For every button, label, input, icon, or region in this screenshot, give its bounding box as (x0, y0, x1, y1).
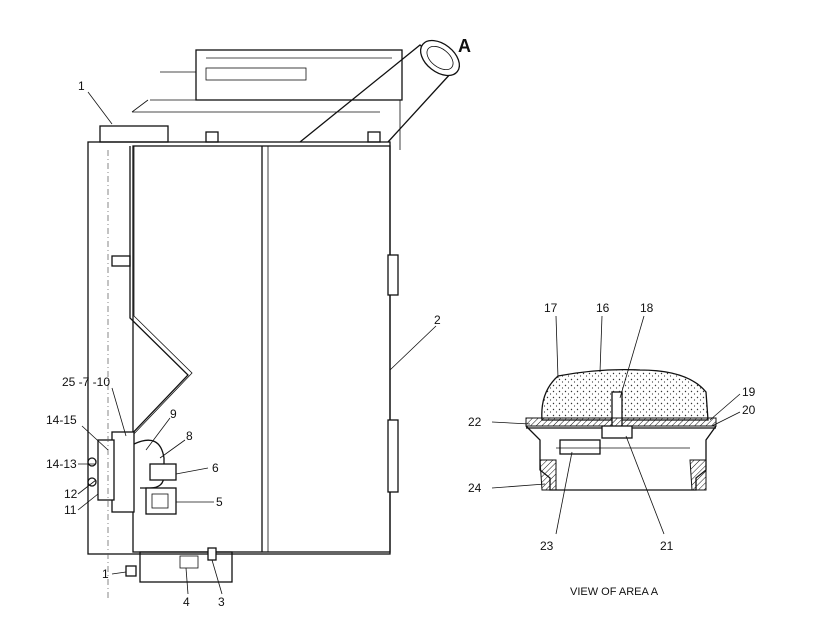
detail-leader-lines (491, 315, 741, 535)
label-6: 6 (212, 461, 219, 475)
label-17: 17 (544, 301, 558, 315)
label-9: 9 (170, 407, 177, 421)
fill-cap-1 (99, 125, 169, 143)
top-housing-box (195, 49, 403, 101)
bottom-box (139, 551, 233, 583)
valve-flange (111, 431, 135, 513)
label-16: 16 (596, 301, 610, 315)
label-1-bottom: 1 (102, 567, 109, 581)
drain-fitting (145, 487, 177, 515)
label-area-a: A (458, 36, 471, 56)
label-23: 23 (540, 539, 554, 553)
label-14-15: 14-15 (46, 413, 77, 427)
label-12: 12 (64, 487, 78, 501)
sight-tube (125, 146, 189, 441)
main-assembly (87, 39, 461, 600)
label-25-7-10: 25 -7 -10 (62, 375, 110, 389)
foam-element-16 (541, 368, 709, 421)
label-3: 3 (218, 595, 225, 609)
body-24 (539, 459, 557, 491)
label-4: 4 (183, 595, 190, 609)
label-8: 8 (186, 429, 193, 443)
element-23 (559, 439, 601, 455)
caption-view-of-area-a: VIEW OF AREA A (570, 586, 659, 598)
plate-19 (525, 417, 717, 427)
detail-view-area-a (525, 368, 717, 491)
nut-21 (601, 425, 633, 439)
label-19: 19 (742, 385, 756, 399)
label-5: 5 (216, 495, 223, 509)
breather-cap (419, 39, 461, 77)
label-1-top: 1 (78, 79, 85, 93)
label-24: 24 (468, 481, 482, 495)
label-14-13: 14-13 (46, 457, 77, 471)
label-20: 20 (742, 403, 756, 417)
leader-lines (77, 91, 437, 595)
label-22: 22 (468, 415, 482, 429)
label-21: 21 (660, 539, 674, 553)
label-18: 18 (640, 301, 654, 315)
label-2: 2 (434, 313, 441, 327)
label-11: 11 (64, 503, 77, 517)
